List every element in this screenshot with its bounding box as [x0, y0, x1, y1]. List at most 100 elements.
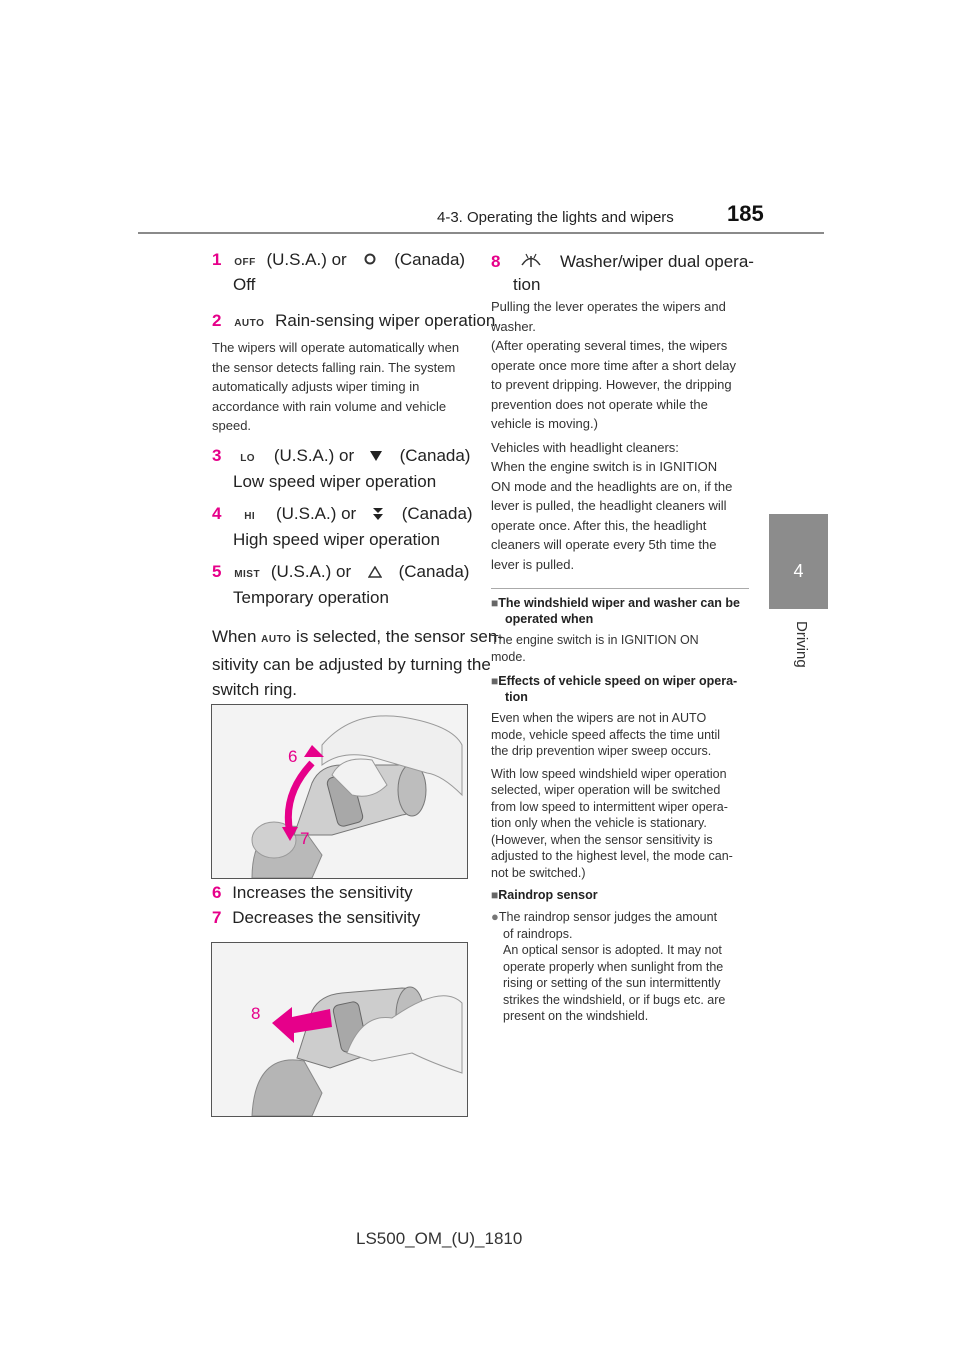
item-number: 8 [491, 252, 501, 271]
para-text: sitivity can be adjusted by turning the [212, 655, 491, 674]
ring-icon [364, 253, 376, 265]
square-bullet-icon: ■ [491, 888, 499, 902]
page-number: 185 [727, 201, 764, 226]
item-desc: Decreases the sensitivity [232, 908, 421, 927]
body-line: strikes the windshield, or if bugs etc. … [503, 992, 726, 1007]
item-usa-text: (U.S.A.) or [270, 562, 352, 581]
section-heading-vehicle-speed: ■Effects of vehicle speed on wiper opera… [491, 673, 756, 705]
round-bullet-icon: ● [491, 909, 499, 924]
item-8-desc-cont: tion [513, 275, 541, 294]
item-5-desc: Temporary operation [233, 588, 389, 607]
para-text: is selected, the sensor sen- [296, 627, 503, 646]
body-line: of raindrops. [503, 926, 573, 941]
body-line: adjusted to the highest level, the mode … [491, 849, 733, 863]
auto-symbol: AUTO [234, 318, 265, 329]
item-4-desc: High speed wiper operation [233, 530, 440, 549]
section-heading-raindrop-sensor: ■Raindrop sensor [491, 887, 756, 903]
section-divider [491, 588, 749, 589]
body-line: prevention does not operate while the [491, 396, 708, 412]
item-desc: Increases the sensitivity [232, 883, 413, 902]
body-line: ON mode and the headlights are on, if th… [491, 478, 733, 494]
heading-text: operated when [505, 612, 594, 626]
chapter-tab [769, 514, 828, 609]
section-body-vehicle-speed: Even when the wipers are not in AUTO mod… [491, 710, 756, 881]
item-7: 7 Decreases the sensitivity [212, 908, 420, 928]
triangle-up-outline-icon [367, 565, 383, 578]
item-8-body: Pulling the lever operates the wipers an… [491, 297, 756, 574]
item-number: 4 [212, 504, 222, 523]
body-line: With low speed windshield wiper operatio… [491, 766, 727, 781]
chapter-label: Driving [786, 621, 816, 681]
item-1-desc: Off [233, 275, 256, 294]
item-number: 3 [212, 446, 222, 465]
body-line: vehicle is moving.) [491, 416, 598, 431]
body-line: (However, when the sensor sensitivity is [491, 832, 713, 847]
body-line: not be switched.) [491, 865, 586, 880]
body-line: tion only when the vehicle is stationary… [491, 816, 707, 830]
body-line: (After operating several times, the wipe… [491, 338, 728, 353]
body-line: automatically adjusts wiper timing in [212, 379, 420, 394]
body-line: speed. [212, 418, 252, 433]
body-line: the sensor detects falling rain. The sys… [212, 359, 456, 375]
item-canada-text: (Canada) [394, 250, 466, 269]
para-text: When [212, 627, 257, 646]
auto-symbol: AUTO [261, 634, 292, 645]
body-line: Pulling the lever operates the wipers an… [491, 299, 726, 314]
body-line: The engine switch is in IGNITION ON [491, 633, 699, 647]
item-number: 5 [212, 562, 222, 581]
chapter-label-text: Driving [793, 621, 810, 668]
item-2: 2 AUTO Rain-sensing wiper operation [212, 311, 495, 331]
item-canada-text: (Canada) [399, 446, 471, 465]
body-line: cleaners will operate every 5th time the [491, 537, 717, 552]
body-line: The raindrop sensor judges the amount [498, 910, 718, 924]
lo-symbol: LO [240, 453, 256, 464]
item-6: 6 Increases the sensitivity [212, 883, 413, 903]
body-line: present on the windshield. [503, 1009, 649, 1023]
figure-label-8: 8 [251, 1004, 261, 1023]
item-desc: Rain-sensing wiper operation [275, 311, 496, 330]
chapter-number: 4 [793, 561, 804, 581]
item-4: 4 HI (U.S.A.) or (Canada) [212, 504, 473, 524]
item-2-body: The wipers will operate automatically wh… [212, 338, 482, 436]
item-usa-text: (U.S.A.) or [275, 504, 357, 523]
body-line: The wipers will operate automatically wh… [212, 340, 460, 355]
mist-symbol: MIST [234, 569, 261, 580]
item-8: 8 Washer/wiper dual opera- [491, 250, 754, 272]
document-code: LS500_OM_(U)_1810 [356, 1229, 523, 1248]
body-line: rising or setting of the sun intermitten… [503, 976, 721, 990]
square-bullet-icon: ■ [491, 674, 499, 688]
figure-label-7: 7 [300, 829, 310, 848]
double-arrow-down-icon [372, 508, 383, 520]
item-number: 1 [212, 250, 222, 269]
item-desc: Washer/wiper dual opera- [559, 252, 754, 271]
para-text: switch ring. [212, 680, 298, 699]
item-number: 6 [212, 883, 222, 902]
item-canada-text: (Canada) [398, 562, 470, 581]
item-1: 1 OFF (U.S.A.) or (Canada) [212, 250, 465, 270]
item-5: 5 MIST (U.S.A.) or (Canada) [212, 562, 469, 582]
item-usa-text: (U.S.A.) or [273, 446, 355, 465]
heading-text: Effects of vehicle speed on wiper opera- [498, 674, 738, 688]
section-body-operated-when: The engine switch is in IGNITION ON mode… [491, 632, 756, 665]
section-title: 4-3. Operating the lights and wipers [437, 209, 674, 226]
square-bullet-icon: ■ [491, 596, 499, 610]
body-line: the drip prevention wiper sweep occurs. [491, 744, 712, 758]
off-symbol: OFF [234, 257, 256, 268]
body-line: operate once. After this, the headlight [491, 517, 707, 533]
body-line: from low speed to intermittent wiper ope… [491, 799, 728, 814]
body-line: selected, wiper operation will be switch… [491, 783, 721, 797]
section-body-raindrop-sensor: ●The raindrop sensor judges the amount o… [491, 909, 756, 1025]
body-line: to prevent dripping. However, the drippi… [491, 377, 732, 392]
sensitivity-paragraph: When AUTO is selected, the sensor sen- s… [212, 624, 503, 702]
item-3: 3 LO (U.S.A.) or (Canada) [212, 446, 470, 466]
body-line: An optical sensor is adopted. It may not [503, 943, 722, 957]
item-3-desc: Low speed wiper operation [233, 472, 437, 491]
figure-label-6: 6 [288, 747, 298, 766]
hi-symbol: HI [244, 511, 256, 522]
body-line: accordance with rain volume and vehicle [212, 398, 447, 414]
item-canada-text: (Canada) [401, 504, 473, 523]
body-line: operate properly when sunlight from the [503, 959, 724, 974]
body-line: Even when the wipers are not in AUTO [491, 711, 707, 725]
washer-pull-illustration: 8 [211, 942, 468, 1117]
body-line: operate once more time after a short del… [491, 357, 736, 373]
